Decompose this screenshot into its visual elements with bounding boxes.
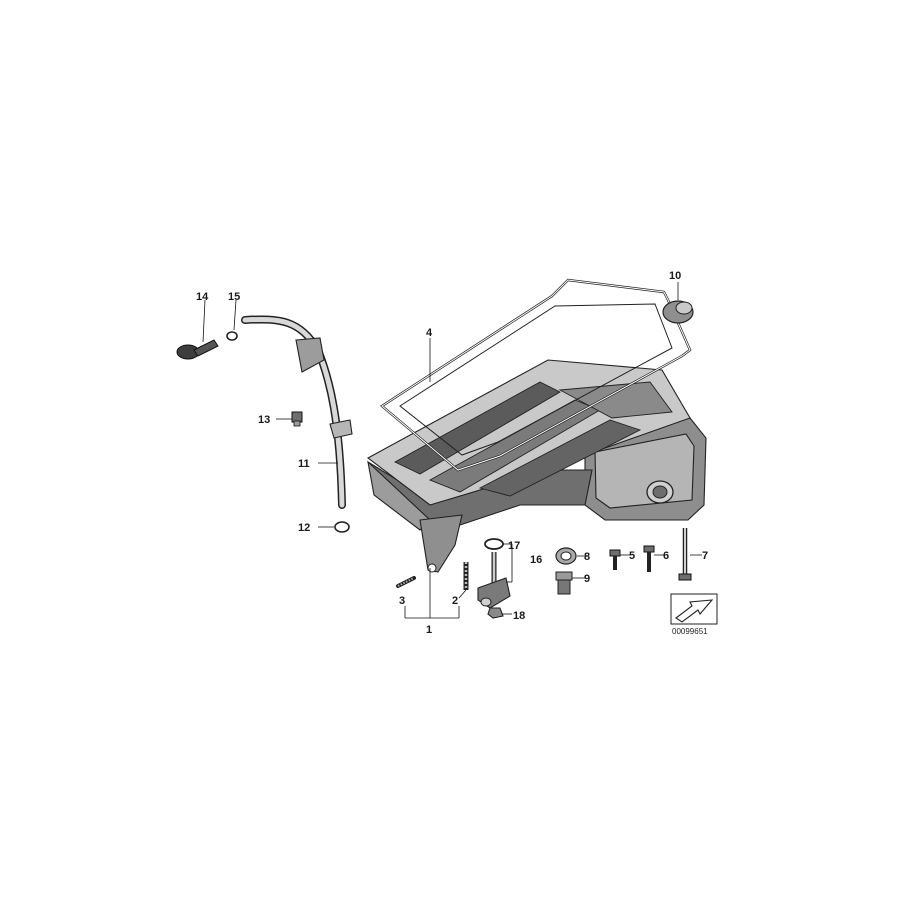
oil-pan[interactable] (366, 359, 707, 573)
nut-18[interactable] (487, 607, 504, 619)
tube-seal-ring[interactable] (334, 521, 350, 533)
oil-pan-gasket[interactable] (379, 278, 692, 472)
leader-lines (202, 282, 702, 619)
stud-bolt-3[interactable] (396, 576, 416, 588)
callout-9: 9 (584, 573, 590, 585)
callout-16: 16 (530, 554, 542, 566)
callout-3: 3 (399, 595, 405, 607)
callout-6: 6 (663, 550, 669, 562)
bolt-5[interactable] (609, 549, 621, 570)
dipstick-handle[interactable] (176, 339, 219, 360)
callout-10: 10 (669, 270, 681, 282)
bolt-6[interactable] (643, 545, 655, 572)
drain-plug-9[interactable] (555, 571, 573, 595)
guide-tube-bolt[interactable] (291, 411, 303, 427)
callout-labels: 14 15 4 10 13 11 12 17 16 8 9 5 6 7 3 2 … (196, 270, 708, 636)
callout-8: 8 (584, 551, 590, 563)
callout-18: 18 (513, 610, 525, 622)
callout-2: 2 (452, 595, 458, 607)
callout-1: 1 (426, 624, 432, 636)
callout-13: 13 (258, 414, 270, 426)
screw-plug-cap[interactable] (662, 300, 694, 324)
callout-12: 12 (298, 522, 310, 534)
callout-11: 11 (298, 458, 310, 470)
callout-15: 15 (228, 291, 240, 303)
callout-7: 7 (702, 550, 708, 562)
callout-5: 5 (629, 550, 635, 562)
dipstick-guide-tube[interactable] (241, 315, 353, 509)
dipstick-seal-ring[interactable] (226, 331, 238, 341)
oil-level-sensor[interactable] (477, 552, 511, 609)
reference-code: 00099651 (672, 627, 708, 636)
reference-thumbnail: 00099651 (670, 593, 718, 636)
long-bolt-7[interactable] (678, 528, 692, 581)
callout-17: 17 (508, 540, 520, 552)
callout-4: 4 (426, 327, 433, 339)
seal-ring-8[interactable] (555, 547, 577, 565)
callout-14: 14 (196, 291, 209, 303)
o-ring-17[interactable] (484, 538, 504, 550)
arrow-icon (675, 599, 714, 623)
